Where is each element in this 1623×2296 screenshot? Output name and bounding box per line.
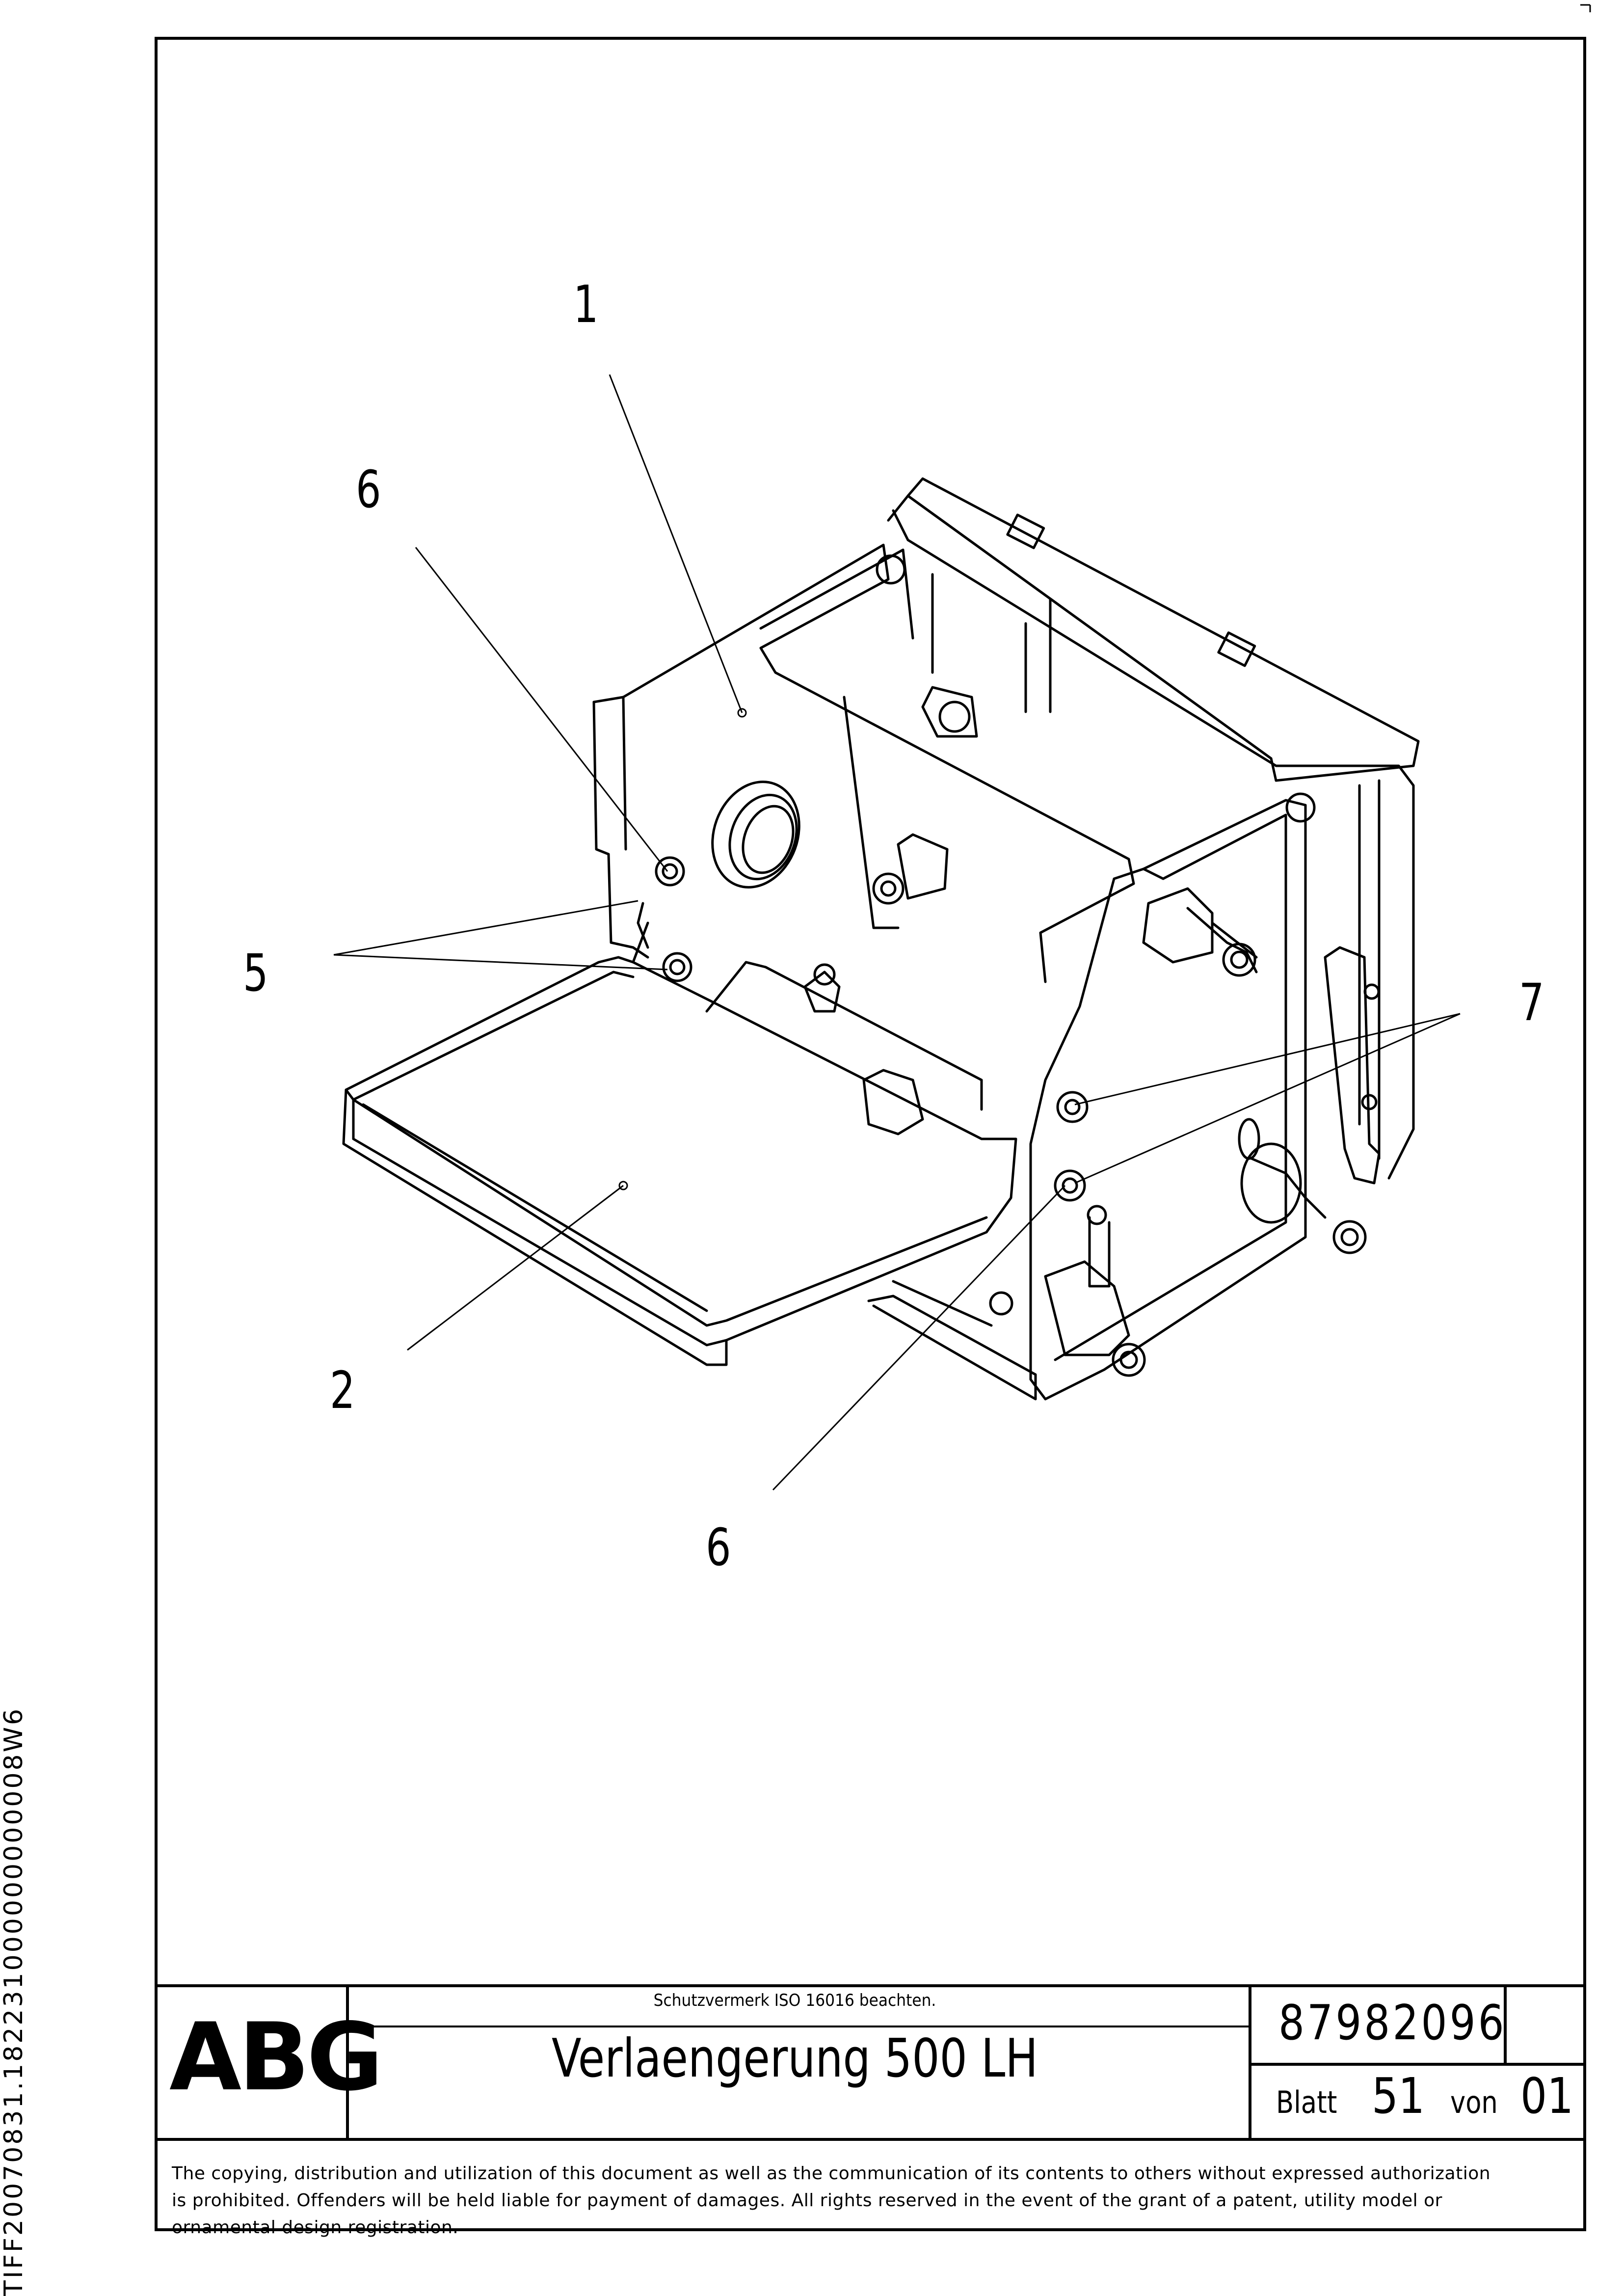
callout-5: 5 [243,943,268,1003]
leader-6-top [415,547,668,872]
bolt [655,554,1316,982]
side-code: TIFF20070831.182231000000000008W6 [0,1706,28,2296]
back-wall [892,509,1415,1180]
protection-notice: Schutzvermerk ISO 16016 beachten. [653,1991,936,2010]
copyright-line: is prohibited. Offenders will be held li… [172,2190,1442,2211]
callout-1: 1 [573,274,599,334]
leader-2 [407,1185,624,1351]
leader-5b [333,954,668,971]
back-top-plate [906,477,1420,782]
leader-7b [1074,1013,1461,1184]
copyright-line: The copying, distribution and utilizatio… [172,2163,1491,2184]
company-logo: ABG [169,2003,383,2111]
copyright-line: ornamental design registration. [172,2217,459,2238]
total-sheets: 01 [1520,2067,1574,2125]
drawing-frame [155,37,1586,2231]
step-platform [342,956,1017,1366]
callout-6-bottom: 6 [706,1517,731,1577]
back-top-plate-edge [887,494,1273,760]
right-side-plate [1029,799,1307,1401]
of-label: von [1450,2084,1498,2120]
leader-7a [1074,1013,1461,1106]
callout-7: 7 [1519,972,1544,1032]
callout-2: 2 [330,1360,355,1420]
leader-1 [609,374,743,713]
callout-6-top: 6 [356,459,381,519]
leader-6-bottom [772,1185,1066,1491]
drawing-title: Verlaengerung 500 LH [552,2028,1038,2089]
sheet-number: 51 [1372,2067,1425,2125]
sheet-label: Blatt [1276,2084,1337,2120]
left-side-plate [592,543,1135,983]
copyright-notice: The copying, distribution and utilizatio… [172,2160,1561,2241]
boss [711,781,800,889]
leader-5a [333,900,639,956]
document-number: 87982096 [1278,1995,1507,2051]
